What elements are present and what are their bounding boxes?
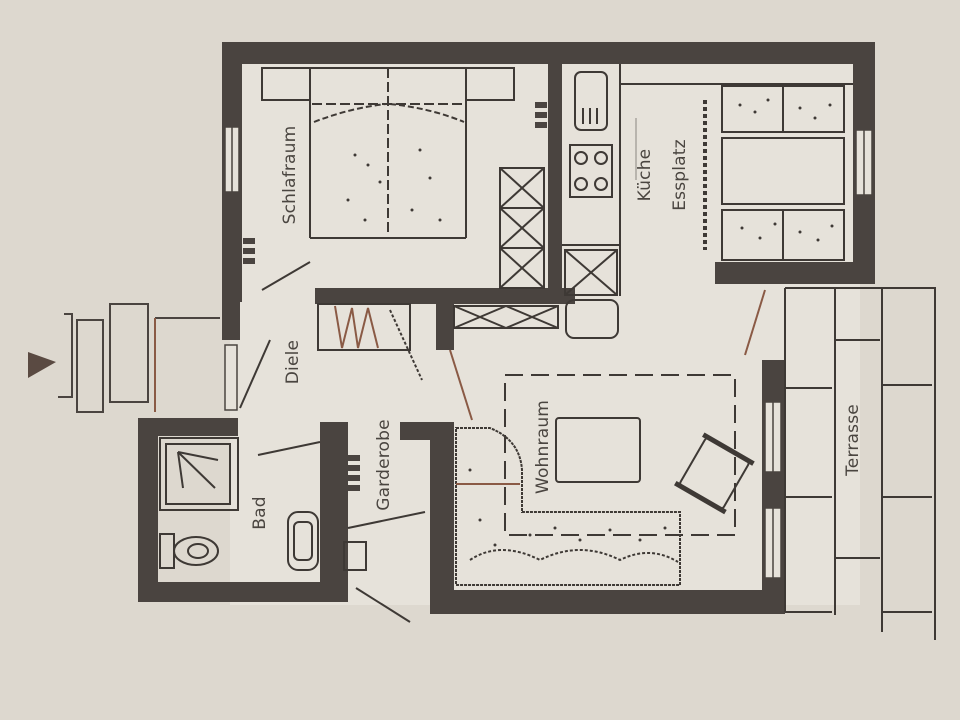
kitchen-cabinet [564, 249, 618, 296]
kitchen-furniture [453, 64, 853, 339]
sink-with-drainboard [574, 71, 608, 131]
hall-fixtures [239, 261, 766, 456]
toilet [159, 533, 219, 569]
sofa-dots [468, 468, 667, 547]
dining-table [721, 137, 845, 205]
bedroom-furniture [261, 67, 545, 289]
bed-dots [346, 148, 442, 222]
small-washbasin [343, 541, 367, 571]
room-label-wohnraum: Wohnraum [533, 399, 553, 495]
windows [224, 126, 873, 579]
coat-hooks [348, 455, 360, 491]
bench-dots [738, 98, 834, 242]
shoe-rack [317, 303, 411, 351]
corner-sofa [455, 427, 681, 586]
entrance-steps [58, 303, 220, 413]
room-label-schlafraum: Schlafraum [280, 125, 300, 225]
bathroom-fixtures [159, 437, 426, 623]
terrace-slabs [784, 287, 936, 640]
coffee-table [555, 417, 641, 483]
room-label-garderobe: Garderobe [374, 419, 394, 511]
room-label-bad: Bad [250, 496, 270, 530]
fridge [565, 299, 619, 339]
room-label-diele: Diele [283, 339, 303, 385]
rug [504, 374, 736, 536]
radiator-bedroom [243, 102, 547, 264]
stove-4-burner [569, 144, 613, 198]
room-label-terrasse: Terrasse [843, 404, 863, 476]
wardrobe [499, 167, 545, 289]
room-label-kueche: Küche [635, 148, 655, 202]
armchair [674, 432, 755, 515]
hall-cabinet [453, 305, 559, 329]
room-label-essplatz: Essplatz [670, 139, 690, 211]
living-furniture [455, 374, 755, 586]
shower [159, 437, 239, 511]
washbasin [287, 511, 319, 571]
entrance-arrow-icon [28, 352, 56, 378]
